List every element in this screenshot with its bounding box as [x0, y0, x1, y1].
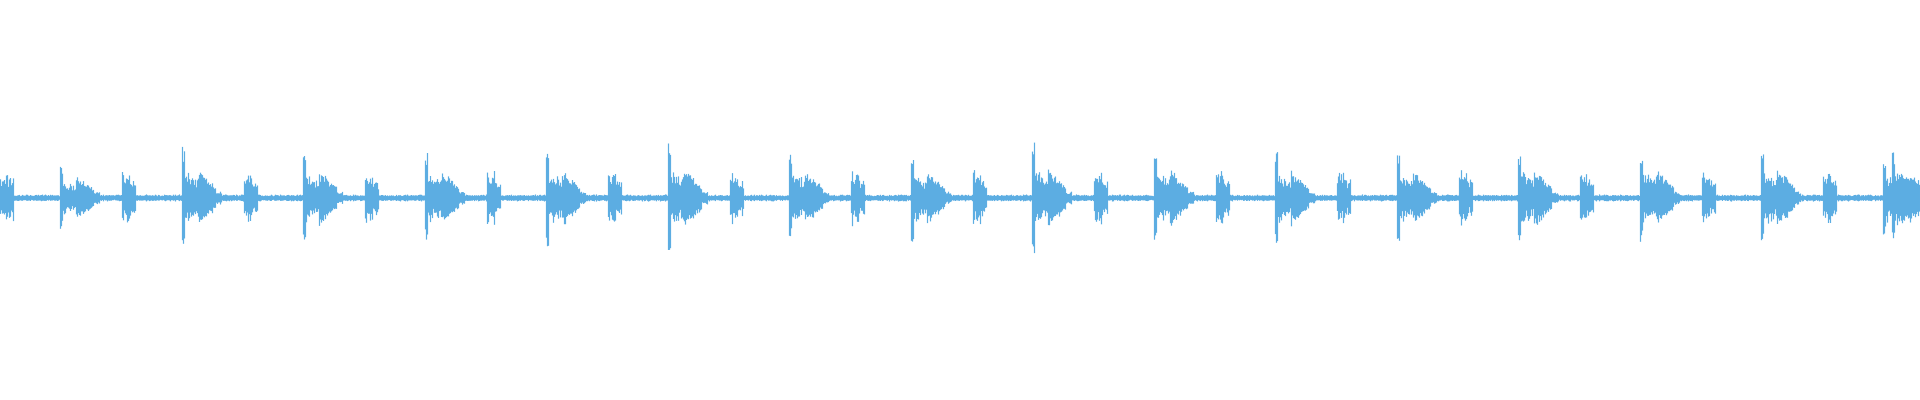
waveform-peaks	[0, 142, 1920, 254]
